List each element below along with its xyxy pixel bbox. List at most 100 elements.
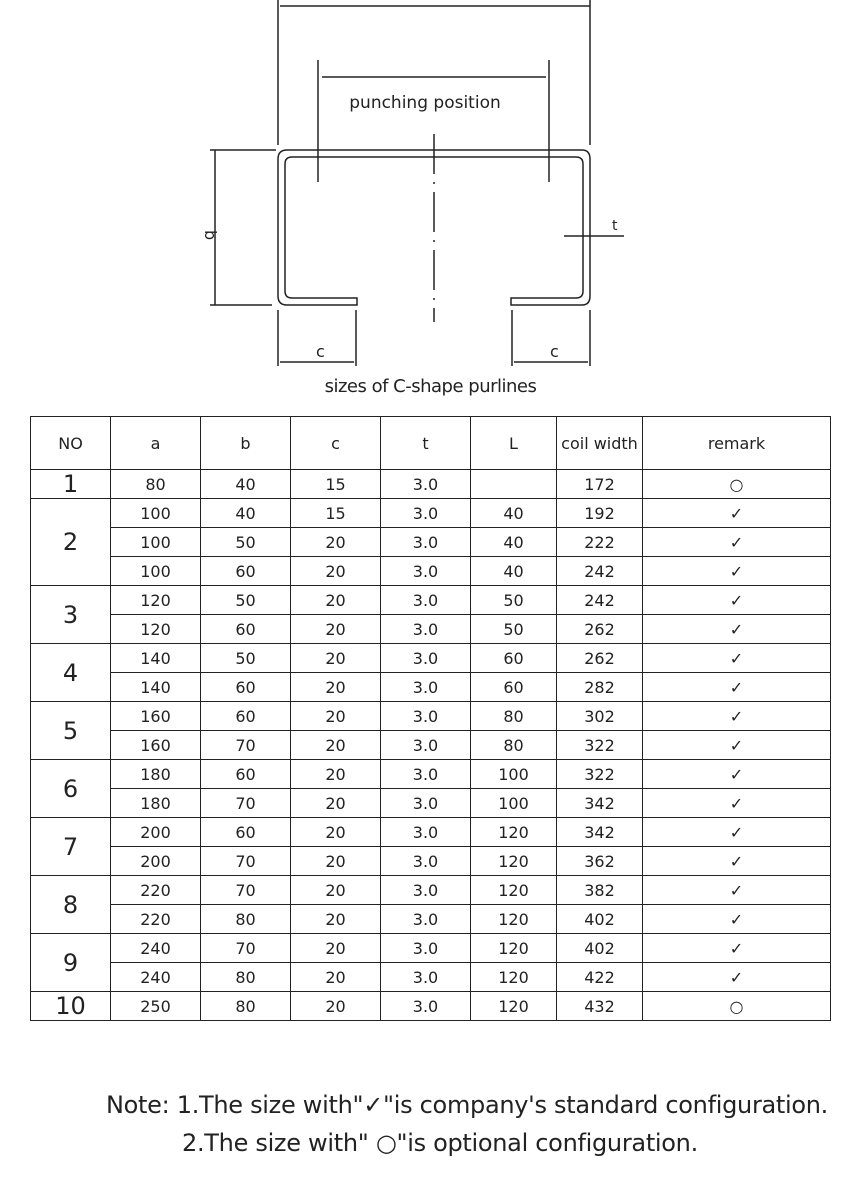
table-cell: 20 xyxy=(290,672,381,702)
table-cell: 70 xyxy=(200,846,291,876)
remark-cell: ✓ xyxy=(642,759,831,789)
row-number: 3 xyxy=(30,585,111,644)
table-cell: 20 xyxy=(290,817,381,847)
table-cell: 40 xyxy=(470,527,557,557)
table-cell: 60 xyxy=(200,701,291,731)
remark-cell: ✓ xyxy=(642,701,831,731)
table-cell: 60 xyxy=(470,643,557,673)
table-cell: 3.0 xyxy=(380,846,471,876)
table-cell: 3.0 xyxy=(380,556,471,586)
table-cell: 15 xyxy=(290,498,381,528)
remark-cell: ✓ xyxy=(642,788,831,818)
table-cell: 80 xyxy=(200,962,291,992)
dim-b-label: b xyxy=(201,230,220,240)
table-cell: 120 xyxy=(470,933,557,963)
table-cell: 100 xyxy=(470,759,557,789)
table-cell: 3.0 xyxy=(380,759,471,789)
table-cell: 70 xyxy=(200,730,291,760)
remark-cell: ✓ xyxy=(642,904,831,934)
table-cell: 50 xyxy=(470,614,557,644)
table-cell: 20 xyxy=(290,846,381,876)
table-cell: 322 xyxy=(556,759,643,789)
dim-t-label: t xyxy=(612,218,618,234)
table-cell: 140 xyxy=(110,643,201,673)
table-cell: 120 xyxy=(470,846,557,876)
table-cell: 322 xyxy=(556,730,643,760)
row-number: 6 xyxy=(30,759,111,818)
table-cell: 240 xyxy=(110,962,201,992)
column-header: NO xyxy=(30,416,111,470)
table-cell: 3.0 xyxy=(380,469,471,499)
table-cell: 262 xyxy=(556,614,643,644)
notes: Note: 1.The size with"✓"is company's sta… xyxy=(106,1086,828,1162)
table-cell: 160 xyxy=(110,730,201,760)
table-cell: 402 xyxy=(556,904,643,934)
column-header: t xyxy=(380,416,471,470)
table-cell: 3.0 xyxy=(380,527,471,557)
table-cell: 40 xyxy=(470,498,557,528)
remark-cell: ✓ xyxy=(642,527,831,557)
row-number: 4 xyxy=(30,643,111,702)
table-cell: 60 xyxy=(470,672,557,702)
table-cell: 20 xyxy=(290,643,381,673)
table-cell: 140 xyxy=(110,672,201,702)
table-cell: 192 xyxy=(556,498,643,528)
table-cell: 20 xyxy=(290,585,381,615)
table-cell: 20 xyxy=(290,759,381,789)
row-number: 7 xyxy=(30,817,111,876)
table-cell: 80 xyxy=(110,469,201,499)
table-cell: 3.0 xyxy=(380,962,471,992)
table-cell: 60 xyxy=(200,556,291,586)
table-cell: 20 xyxy=(290,962,381,992)
table-cell: 342 xyxy=(556,788,643,818)
column-header: L xyxy=(470,416,557,470)
table-cell: 240 xyxy=(110,933,201,963)
column-header: a xyxy=(110,416,201,470)
table-cell: 50 xyxy=(200,643,291,673)
dim-c-left-label: c xyxy=(316,342,325,361)
table-cell: 432 xyxy=(556,991,643,1021)
table-cell: 100 xyxy=(470,788,557,818)
table-cell: 282 xyxy=(556,672,643,702)
table-cell: 120 xyxy=(470,962,557,992)
remark-cell: ✓ xyxy=(642,585,831,615)
row-number: 8 xyxy=(30,875,111,934)
column-header: coil width xyxy=(556,416,643,470)
table-cell: 120 xyxy=(470,817,557,847)
row-number: 9 xyxy=(30,933,111,992)
table-cell: 50 xyxy=(200,585,291,615)
table-cell: 60 xyxy=(200,672,291,702)
remark-cell: ✓ xyxy=(642,614,831,644)
table-cell: 20 xyxy=(290,788,381,818)
remark-cell: ✓ xyxy=(642,556,831,586)
table-cell: 242 xyxy=(556,556,643,586)
remark-cell: ✓ xyxy=(642,643,831,673)
table-cell: 3.0 xyxy=(380,614,471,644)
table-cell: 80 xyxy=(470,730,557,760)
table-cell: 3.0 xyxy=(380,933,471,963)
table-cell: 60 xyxy=(200,759,291,789)
row-number: 2 xyxy=(30,498,111,586)
table-cell: 80 xyxy=(470,701,557,731)
table-cell: 172 xyxy=(556,469,643,499)
table-cell: 60 xyxy=(200,614,291,644)
column-header: c xyxy=(290,416,381,470)
table-cell: 220 xyxy=(110,875,201,905)
remark-cell: ○ xyxy=(642,469,831,499)
table-cell: 3.0 xyxy=(380,672,471,702)
table-cell: 402 xyxy=(556,933,643,963)
remark-cell: ○ xyxy=(642,991,831,1021)
table-cell: 3.0 xyxy=(380,701,471,731)
table-cell: 120 xyxy=(110,614,201,644)
remark-cell: ✓ xyxy=(642,498,831,528)
